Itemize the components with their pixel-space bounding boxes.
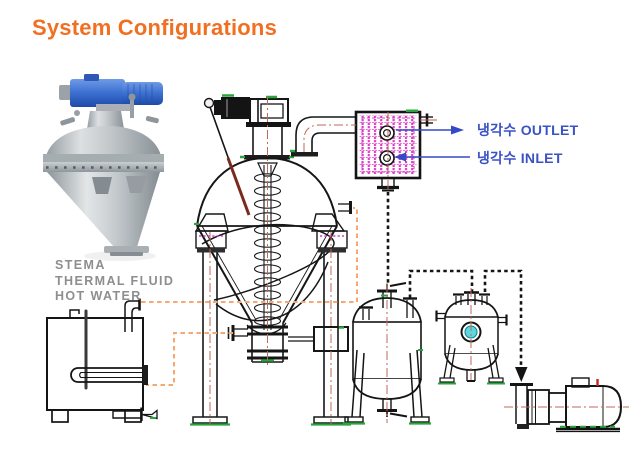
page-title: System Configurations bbox=[32, 15, 278, 40]
conical-mixer-photo bbox=[43, 74, 164, 261]
vacuum-lines bbox=[386, 192, 523, 368]
dryer-leg-right bbox=[311, 213, 351, 426]
dryer-leg-left bbox=[190, 213, 230, 426]
condenser bbox=[354, 109, 437, 192]
cooling-water-inlet-label: 냉각수 INLET bbox=[477, 150, 563, 166]
inlet-arrow-icon bbox=[394, 152, 406, 162]
vacuum-pump bbox=[510, 377, 623, 433]
hot-water-unit-label: STEMA THERMAL FLUID HOT WATER bbox=[55, 258, 174, 305]
catch-pot bbox=[435, 291, 508, 385]
discharge-valve bbox=[247, 323, 349, 363]
dryer-motor bbox=[214, 94, 291, 127]
hot-water-unit-label-line1: STEMA bbox=[55, 258, 106, 272]
centerlines bbox=[209, 96, 629, 424]
cooling-water-outlet-label: 냉각수 OUTLET bbox=[477, 122, 579, 138]
cooling-water-arrows bbox=[394, 125, 470, 162]
vacuum-arrow-icon bbox=[515, 367, 528, 382]
hot-water-unit-label-line2: THERMAL FLUID bbox=[55, 273, 175, 288]
vacuum-dryer-diagram bbox=[190, 94, 356, 426]
outlet-arrow-icon bbox=[451, 125, 464, 135]
hot-water-unit-label-line3: HOT WATER bbox=[55, 289, 142, 303]
jacket-nozzle-right bbox=[338, 201, 352, 214]
hot-water-lines bbox=[141, 207, 358, 386]
hot-water-tank bbox=[46, 298, 158, 423]
thermometer-lance bbox=[203, 97, 251, 216]
vapour-pipe bbox=[290, 116, 356, 157]
mixer-motor-photo bbox=[59, 74, 163, 111]
